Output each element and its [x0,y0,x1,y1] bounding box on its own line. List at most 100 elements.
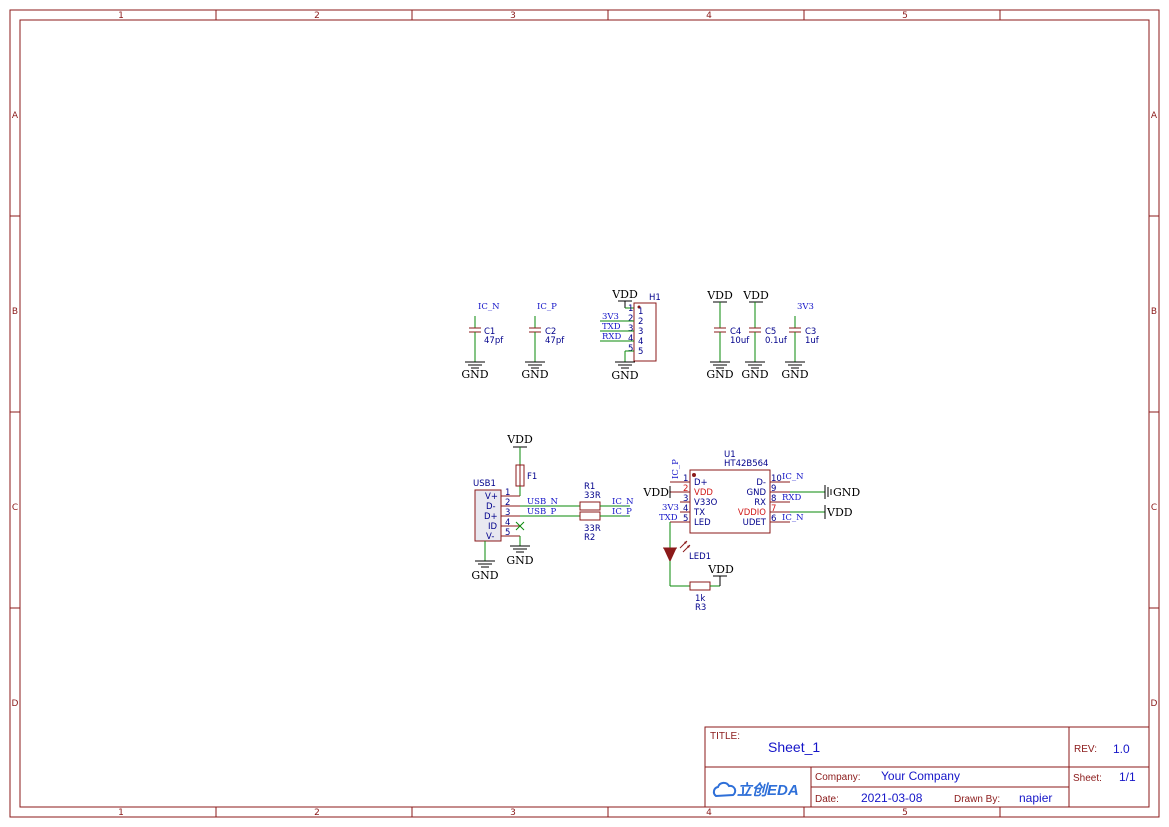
f1-power-label: VDD [506,433,533,446]
u1-pin-dminus: D- [756,478,766,488]
usb1-pin-id: ID [488,522,498,532]
ground-icon [475,560,495,568]
date-value: 2021-03-08 [861,791,923,805]
c4-ref: C4 [730,327,741,337]
c1-ref: C1 [484,327,495,337]
h1-pin-outer-4: 4 [628,334,633,344]
resistor-r2[interactable]: 33R R2 [579,511,601,543]
usb1-ref: USB1 [473,479,496,489]
h1-pin-outer-1: 1 [628,304,633,314]
u1-pinnum-3: 3 [683,494,688,504]
usb1-pinnum-1: 1 [505,488,510,498]
u1-pinnum-9: 9 [771,484,776,494]
c5-gnd-label: GND [741,368,768,381]
u1-pin-vddio: VDDIO [738,508,766,518]
r3-value: 1k [695,594,705,604]
zone-labels: 1 2 3 4 5 1 2 3 4 5 A B C D A B C D [12,11,1158,818]
h1-pin-inner-1: 1 [638,307,643,317]
u1-pin-rx: RX [754,498,766,508]
c4-power-label: VDD [706,289,733,302]
capacitor-c2[interactable]: IC_P C2 47pf GND [521,302,565,381]
row-label-a-right: A [1151,111,1158,121]
h1-pin-inner-3: 3 [638,327,643,337]
col-label-1-top: 1 [118,11,124,21]
led-led1[interactable]: LED1 [663,540,711,587]
u1-pin-v33o: V33O [694,498,718,508]
ground-icon [510,545,530,553]
col-label-4-top: 4 [706,11,712,21]
sheet-label: Sheet: [1073,773,1102,784]
c2-net-label: IC_P [537,302,557,312]
u1-left-nets: IC_P VDD 3V3 TXD [642,459,681,548]
h1-pin-outer-2: 2 [628,314,633,324]
h1-pin-inner-2: 2 [638,317,643,327]
u1-pinnum-4: 4 [683,504,688,514]
company-label: Company: [815,772,861,783]
col-label-5-bottom: 5 [902,808,908,818]
col-label-5-top: 5 [902,11,908,21]
ground-icon [615,361,635,369]
u1-pin-vdd: VDD [694,488,713,498]
rev-value: 1.0 [1113,742,1130,756]
capacitor-c5[interactable]: VDD C5 0.1uf GND [741,289,788,381]
r2-ref: R2 [584,533,595,543]
u1-pinnum-7: 7 [771,504,776,514]
h1-gnd-label: GND [611,369,638,382]
u1-net-ic-n-bottom: IC_N [782,513,804,523]
row-label-d-left: D [12,699,19,709]
h1-pin-outer-5: 5 [628,344,633,354]
col-label-2-bottom: 2 [314,808,320,818]
c1-value: 47pf [484,336,504,346]
c5-value: 0.1uf [765,336,788,346]
resistor-r3[interactable]: VDD 1k R3 [689,563,734,613]
usb1-pin-dplus: D+ [484,512,498,522]
resistor-r1[interactable]: R1 33R [579,482,601,511]
u1-pinnum-5: 5 [683,514,688,524]
row-label-b-left: B [12,307,18,317]
capacitor-c4[interactable]: VDD C4 10uf GND [706,289,750,381]
h1-net-rxd: RXD [602,332,621,342]
usb-data-lines: USB_N USB_P [520,497,580,517]
usb1-pinnum-2: 2 [505,498,510,508]
usb-connector-usb1[interactable]: USB1 V+ D- D+ ID V- 1 2 3 4 5 GND [471,479,533,582]
sheet-title: Sheet_1 [768,739,820,755]
rev-label: REV: [1074,744,1097,755]
no-connect-icon [515,521,525,531]
capacitor-c3[interactable]: 3V3 C3 1uf GND [781,302,819,381]
usb1-gnd-left-label: GND [471,569,498,582]
row-label-d-right: D [1151,699,1158,709]
title-label: TITLE: [710,731,740,742]
row-label-c-left: C [12,503,18,513]
row-label-b-right: B [1151,307,1157,317]
lceda-logo: 立创EDA [712,781,799,799]
ic-u1[interactable]: U1 HT42B564 1 2 3 4 5 D+ VDD V33O TX LED… [670,450,790,534]
net-usb-p: USB_P [527,507,556,517]
fuse-f1[interactable]: VDD F1 [506,433,537,496]
f1-ref: F1 [527,472,537,482]
c1-gnd-label: GND [461,368,488,381]
u1-vdd-right-label: VDD [826,506,853,519]
u1-pin-dplus: D+ [694,478,708,488]
header-h1[interactable]: VDD H1 1 2 3 4 5 1 2 3 4 5 3V3 TXD RXD G… [600,288,661,382]
c3-gnd-label: GND [781,368,808,381]
col-label-1-bottom: 1 [118,808,124,818]
c2-ref: C2 [545,327,556,337]
u1-net-ic-p: IC_P [671,459,681,479]
capacitor-c1[interactable]: IC_N C1 47pf GND [461,302,504,381]
sheet-value: 1/1 [1119,770,1136,784]
c1-net-label: IC_N [478,302,500,312]
r3-ref: R3 [695,603,706,613]
u1-right-nets: IC_N GND RXD VDD IC_N [782,472,860,523]
r3-power-label: VDD [707,563,734,576]
usb1-pinnum-5: 5 [505,528,510,538]
usb1-pin-dminus: D- [486,502,496,512]
c4-gnd-label: GND [706,368,733,381]
u1-vdd-label: VDD [642,486,669,499]
u1-pinnum-8: 8 [771,494,776,504]
cloud-icon [712,781,737,798]
usb1-gnd-right-label: GND [506,554,533,567]
h1-pin-inner-5: 5 [638,347,643,357]
company-value: Your Company [881,769,960,783]
net-ic-n: IC_N [612,497,634,507]
